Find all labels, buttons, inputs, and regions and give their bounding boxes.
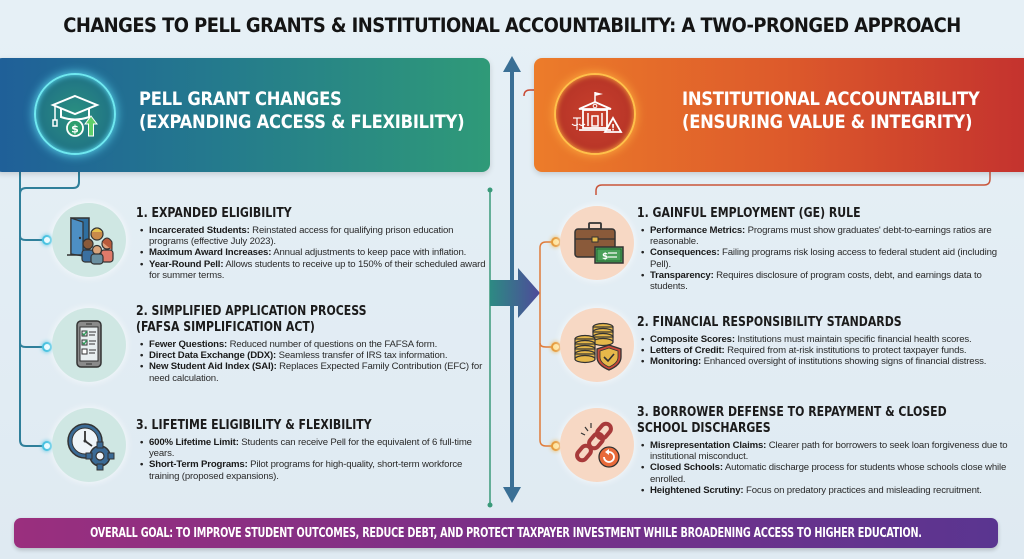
bullet-item: Performance Metrics: Programs must show … xyxy=(641,225,1017,247)
bullet-item: 600% Lifetime Limit: Students can receiv… xyxy=(140,437,486,459)
bullet-text: Allows students to receive up to 150% of… xyxy=(149,258,486,281)
bullet-text: Programs must show graduates' debt-to-ea… xyxy=(650,225,992,248)
section-heading: 1. EXPANDED ELIGIBILITY xyxy=(136,206,292,221)
briefcase-money-icon: $ xyxy=(560,206,634,280)
broken-chain-undo-icon xyxy=(560,408,634,482)
bullet-item: Closed Schools: Automatic discharge proc… xyxy=(641,462,1017,484)
bullet-item: Short-Term Programs: Pilot programs for … xyxy=(140,459,486,481)
bullet-label: Fewer Questions: xyxy=(149,339,228,350)
bullet-text: Reduced number of questions on the FAFSA… xyxy=(227,339,438,350)
bullet-item: Year-Round Pell: Allows students to rece… xyxy=(140,259,486,281)
bullet-item: Heightened Scrutiny: Focus on predatory … xyxy=(641,485,1017,496)
connector-dot xyxy=(42,235,52,245)
bullet-text: Automatic discharge process for students… xyxy=(650,462,1007,485)
bullet-list: Misrepresentation Claims: Clearer path f… xyxy=(641,440,1017,496)
page-title: CHANGES TO PELL GRANTS & INSTITUTIONAL A… xyxy=(63,14,961,37)
bullet-text: Replaces Expected Family Contribution (E… xyxy=(149,361,483,384)
bullet-item: Composite Scores: Institutions must main… xyxy=(641,334,1017,345)
connector-dot xyxy=(42,441,52,451)
section-heading: 2. FINANCIAL RESPONSIBILITY STANDARDS xyxy=(637,315,902,330)
bullet-item: Monitoring: Enhanced oversight of instit… xyxy=(641,356,1017,367)
overall-goal-text: OVERALL GOAL: TO IMPROVE STUDENT OUTCOME… xyxy=(90,525,922,541)
accountability-section-1: 1. GAINFUL EMPLOYMENT (GE) RULE Performa… xyxy=(637,206,1017,292)
bullet-label: Composite Scores: xyxy=(650,334,735,345)
bullet-label: 600% Lifetime Limit: xyxy=(149,437,239,448)
bullet-label: Maximum Award Increases: xyxy=(149,247,272,259)
bullet-text: Pilot programs for high-quality, short-t… xyxy=(149,459,463,482)
bullet-label: Misrepresentation Claims: xyxy=(650,440,767,451)
open-door-people-icon xyxy=(52,203,126,277)
bullet-label: Transparency: xyxy=(650,269,714,281)
section-heading: 1. GAINFUL EMPLOYMENT (GE) RULE xyxy=(637,206,861,221)
accountability-banner-line1: INSTITUTIONAL ACCOUNTABILITY xyxy=(682,88,980,110)
pell-banner-line2: (EXPANDING ACCESS & FLEXIBILITY) xyxy=(139,111,465,133)
bullet-item: Fewer Questions: Reduced number of quest… xyxy=(140,339,486,350)
bullet-text: Students can receive Pell for the equiva… xyxy=(149,437,472,460)
svg-text:$: $ xyxy=(71,123,79,136)
accountability-banner: ! INSTITUTIONAL ACCOUNTABILITY (ENSURING… xyxy=(534,58,1024,172)
bullet-label: Short-Term Programs: xyxy=(149,459,248,471)
institution-scales-warning-icon: ! xyxy=(554,73,636,155)
bullet-label: Consequences: xyxy=(650,247,720,259)
bullet-list: Incarcerated Students: Reinstated access… xyxy=(140,225,486,281)
bullet-text: Focus on predatory practices and mislead… xyxy=(743,484,982,496)
pell-grant-banner: $ PELL GRANT CHANGES (EXPANDING ACCESS &… xyxy=(0,58,490,172)
pell-section-2: 2. SIMPLIFIED APPLICATION PROCESS (FAFSA… xyxy=(136,304,486,384)
phone-checklist-icon xyxy=(52,308,126,382)
bullet-text: Annual adjustments to keep pace with inf… xyxy=(271,247,467,259)
bullet-text: Enhanced oversight of institutions showi… xyxy=(701,356,987,368)
pell-banner-line1: PELL GRANT CHANGES xyxy=(139,88,342,110)
accountability-section-2: 2. FINANCIAL RESPONSIBILITY STANDARDS Co… xyxy=(637,315,1017,368)
accountability-banner-title: INSTITUTIONAL ACCOUNTABILITY (ENSURING V… xyxy=(682,88,980,134)
bullet-list: Fewer Questions: Reduced number of quest… xyxy=(140,339,486,384)
pell-banner-title: PELL GRANT CHANGES (EXPANDING ACCESS & F… xyxy=(139,88,465,134)
bullet-item: Misrepresentation Claims: Clearer path f… xyxy=(641,440,1017,462)
accountability-banner-line2: (ENSURING VALUE & INTEGRITY) xyxy=(682,111,973,133)
bullet-label: Performance Metrics: xyxy=(650,225,746,236)
bullet-text: Requires disclosure of program costs, de… xyxy=(650,269,982,293)
coins-shield-icon xyxy=(560,308,634,382)
bullet-list: Composite Scores: Institutions must main… xyxy=(641,334,1017,368)
bullet-label: Letters of Credit: xyxy=(650,345,725,357)
bullet-item: Direct Data Exchange (DDX): Seamless tra… xyxy=(140,350,486,361)
bullet-list: 600% Lifetime Limit: Students can receiv… xyxy=(140,437,486,482)
bullet-item: New Student Aid Index (SAI): Replaces Ex… xyxy=(140,361,486,383)
svg-text:!: ! xyxy=(611,124,615,134)
bullet-text: Institutions must maintain specific fina… xyxy=(734,334,972,345)
section-heading: 3. BORROWER DEFENSE TO REPAYMENT & CLOSE… xyxy=(637,405,947,420)
bullet-label: Incarcerated Students: xyxy=(149,225,250,236)
bullet-text: Required from at-risk institutions to pr… xyxy=(724,345,967,357)
bullet-label: Closed Schools: xyxy=(650,462,723,474)
bullet-label: Monitoring: xyxy=(650,356,702,368)
bullet-label: Direct Data Exchange (DDX): xyxy=(149,350,277,362)
section-heading: 3. LIFETIME ELIGIBILITY & FLEXIBILITY xyxy=(136,418,372,433)
graduation-cap-dollar-arrow-icon: $ xyxy=(34,73,116,155)
bullet-item: Transparency: Requires disclosure of pro… xyxy=(641,270,1017,292)
bullet-label: New Student Aid Index (SAI): xyxy=(149,361,277,373)
bullet-text: Seamless transfer of IRS tax information… xyxy=(276,350,448,362)
overall-goal-bar: OVERALL GOAL: TO IMPROVE STUDENT OUTCOME… xyxy=(14,518,998,548)
bullet-text: Reinstated access for qualifying prison … xyxy=(149,225,454,248)
bullet-label: Year-Round Pell: xyxy=(149,258,224,270)
bullet-label: Heightened Scrutiny: xyxy=(650,484,744,496)
section-subheading: (FAFSA SIMPLIFICATION ACT) xyxy=(136,320,315,335)
pell-section-3: 3. LIFETIME ELIGIBILITY & FLEXIBILITY 60… xyxy=(136,418,486,482)
bullet-item: Letters of Credit: Required from at-risk… xyxy=(641,345,1017,356)
bullet-list: Performance Metrics: Programs must show … xyxy=(641,225,1017,292)
section-heading: 2. SIMPLIFIED APPLICATION PROCESS xyxy=(136,304,367,319)
section-subheading: SCHOOL DISCHARGES xyxy=(637,421,771,436)
bullet-item: Maximum Award Increases: Annual adjustme… xyxy=(140,247,486,258)
bullet-text: Clearer path for borrowers to seek loan … xyxy=(650,440,1008,463)
bullet-text: Failing programs risk losing access to f… xyxy=(650,247,997,270)
pell-section-1: 1. EXPANDED ELIGIBILITY Incarcerated Stu… xyxy=(136,206,486,281)
svg-text:$: $ xyxy=(602,252,608,262)
bullet-item: Consequences: Failing programs risk losi… xyxy=(641,247,1017,269)
bullet-item: Incarcerated Students: Reinstated access… xyxy=(140,225,486,247)
clock-gear-icon xyxy=(52,408,126,482)
accountability-section-3: 3. BORROWER DEFENSE TO REPAYMENT & CLOSE… xyxy=(637,405,1017,496)
connector-dot xyxy=(42,342,52,352)
